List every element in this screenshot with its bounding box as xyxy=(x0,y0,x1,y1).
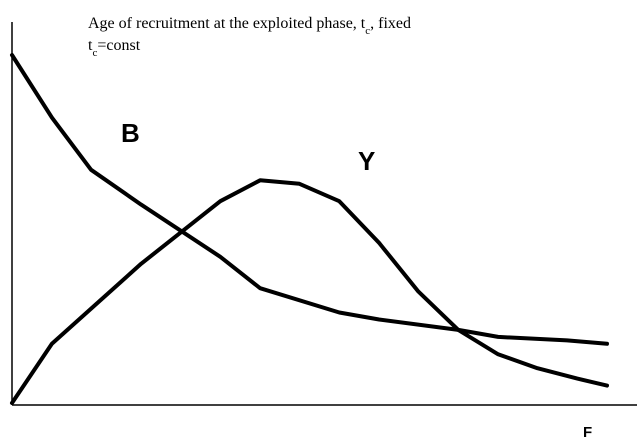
series-line-y xyxy=(10,178,609,405)
chart-title-line-2: tc=const xyxy=(88,37,141,59)
series-line-b xyxy=(10,53,609,346)
chart-title-line-1: Age of recruitment at the exploited phas… xyxy=(88,15,411,37)
series-label-y: Y xyxy=(358,146,375,176)
x-axis-label: F xyxy=(583,424,592,441)
series-label-b: B xyxy=(121,118,140,148)
series-layer xyxy=(10,53,609,405)
